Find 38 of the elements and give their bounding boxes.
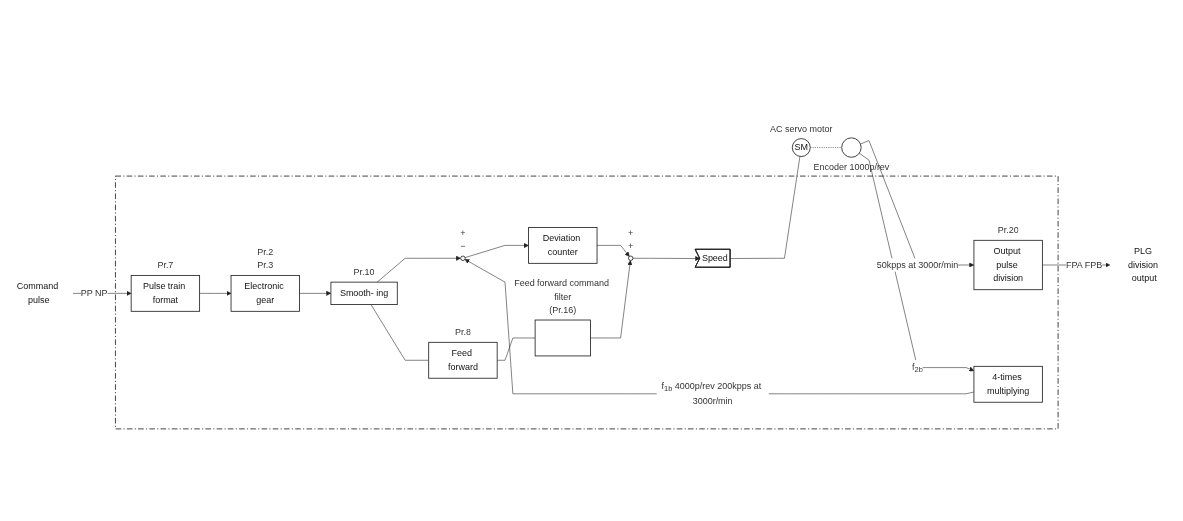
cluster: [115, 175, 1059, 430]
node-label: Encoder 1000p/rev: [813, 161, 890, 172]
node-label: −: [460, 241, 466, 251]
node-box: 4-times multiplying: [973, 365, 1043, 403]
node-box: [534, 319, 591, 357]
edge-label: 50kpps at 3000r/min: [876, 259, 959, 270]
node-label: Pr.2: [257, 247, 274, 257]
node-label: (Pr.16): [549, 305, 577, 315]
node-circle: [841, 137, 862, 158]
node-box: Pulse train format: [130, 275, 201, 312]
connector: [730, 156, 801, 259]
node-label: Pr.20: [997, 225, 1019, 236]
node-box: Deviation counter: [528, 227, 598, 264]
connector: [810, 147, 842, 148]
node-circle: [628, 255, 634, 261]
node-box: Feed forward: [428, 341, 498, 379]
connector: [370, 304, 429, 361]
node-box: Output pulse division: [973, 239, 1043, 291]
node-box: Smooth- ing: [330, 281, 398, 305]
node-label: Pr.3: [257, 260, 274, 271]
node-label: Pr.7: [157, 260, 174, 271]
node-label: Pr.10: [353, 267, 375, 277]
node-label: Pr.8: [454, 327, 471, 338]
node-label: +: [460, 227, 466, 238]
node-label: Feed forward command filter: [514, 278, 609, 302]
node-circle: SM: [791, 138, 811, 157]
edge-label: FPA FPB: [1065, 259, 1103, 270]
node-label: +: [628, 227, 634, 238]
edge-label: f$_{1b}$ 4000p/rev 200kpps at 3000r/min: [661, 381, 762, 406]
node-box: Electronic gear: [230, 275, 300, 312]
node-text: PLG division output: [1128, 246, 1158, 283]
node-text: Command pulse: [16, 281, 59, 305]
edge-label: f$_{2b}$: [912, 361, 923, 374]
connector: [496, 337, 536, 361]
node-label: +: [628, 241, 634, 251]
edge-label: PP NP: [80, 288, 108, 298]
node-circle: [460, 255, 466, 261]
node-label: AC servo motor: [770, 123, 833, 134]
